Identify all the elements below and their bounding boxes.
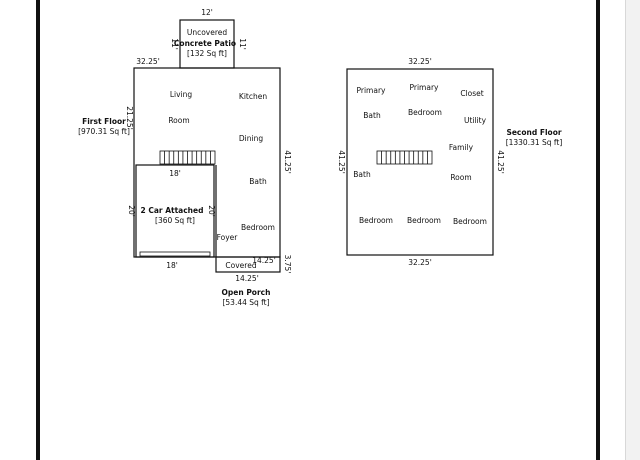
room-kitchen: Kitchen <box>239 92 267 101</box>
patio-dim-right: 11' <box>238 38 247 50</box>
porch-label: Open Porch <box>222 288 271 297</box>
first-floor-label: First Floor <box>82 117 126 126</box>
patio-dim-top: 12' <box>201 8 213 17</box>
second-floor-label: Second Floor <box>506 128 561 137</box>
room-bath: Bath <box>249 177 267 186</box>
garage-dim-right: 20' <box>207 205 216 217</box>
room-primary-bath-1: Primary <box>357 86 387 95</box>
second-floor-outline <box>346 68 494 256</box>
room-living-2: Room <box>168 116 189 125</box>
second-floor-stairs <box>376 150 433 165</box>
room-bedroom-2: Bedroom <box>407 216 441 225</box>
room-family-2: Room <box>450 173 471 182</box>
first-floor-plan: First Floor [970.31 Sq ft] 32.25' 21.25'… <box>78 8 292 307</box>
garage-dim-top: 18' <box>169 169 181 178</box>
second-floor-dim-bottom: 32.25' <box>408 258 432 267</box>
garage-door <box>139 251 211 257</box>
porch-dim-bottom: 14.25' <box>235 274 259 283</box>
porch-dim-top: 14.25' <box>252 256 276 265</box>
garage-outline <box>135 164 215 258</box>
page-border-left <box>36 0 40 460</box>
room-utility: Utility <box>464 116 487 125</box>
second-floor-dim-top: 32.25' <box>408 57 432 66</box>
second-floor-plan: 32.25' 32.25' 41.25' 41.25' Second Floor… <box>337 57 562 267</box>
patio-label-2: Concrete Patio <box>174 39 236 48</box>
porch-covered: Covered <box>225 261 256 270</box>
room-primary-bed-1: Primary <box>410 83 440 92</box>
patio-area: [132 Sq ft] <box>187 49 227 58</box>
room-living: Living <box>170 90 193 99</box>
viewer-edge <box>625 0 640 460</box>
room-second-bath: Bath <box>353 170 371 179</box>
garage-label: 2 Car Attached <box>141 206 204 215</box>
patio-label-1: Uncovered <box>187 28 228 37</box>
garage-dim-left: 20' <box>127 205 136 217</box>
garage-area: [360 Sq ft] <box>155 216 195 225</box>
first-floor-area: [970.31 Sq ft] <box>78 127 130 136</box>
garage-dim-bottom: 18' <box>166 261 178 270</box>
porch-area: [53.44 Sq ft] <box>222 298 269 307</box>
second-floor-dim-right: 41.25' <box>496 150 505 174</box>
second-floor-dim-left: 41.25' <box>337 150 346 174</box>
first-floor-dim-left: 21.25' <box>125 106 134 130</box>
room-bedroom: Bedroom <box>241 223 275 232</box>
first-floor-dim-right: 41.25' <box>283 150 292 174</box>
room-bedroom-3: Bedroom <box>453 217 487 226</box>
room-closet: Closet <box>460 89 483 98</box>
first-floor-stairs <box>159 150 216 165</box>
room-family: Family <box>449 143 474 152</box>
patio-dim-left: 11' <box>170 38 179 50</box>
porch-outline <box>215 256 281 273</box>
second-floor-area: [1330.31 Sq ft] <box>506 138 563 147</box>
room-primary-bath-2: Bath <box>363 111 381 120</box>
room-foyer: Foyer <box>217 233 239 242</box>
room-dining: Dining <box>239 134 263 143</box>
page-border-right <box>596 0 600 460</box>
room-bedroom-1: Bedroom <box>359 216 393 225</box>
room-primary-bed-2: Bedroom <box>408 108 442 117</box>
porch-dim-right: 3.75' <box>283 255 292 274</box>
first-floor-dim-top: 32.25' <box>136 57 160 66</box>
